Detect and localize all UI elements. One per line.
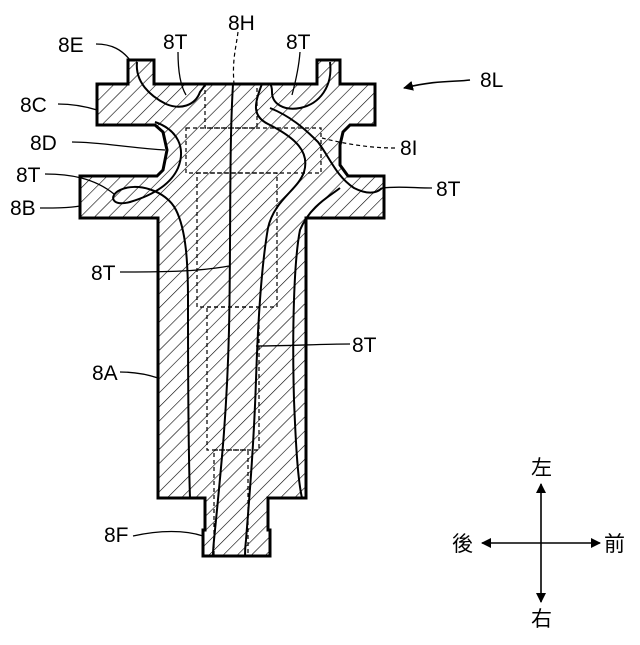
label-8T-top-left: 8T xyxy=(163,31,188,54)
leader-8C xyxy=(58,104,97,110)
leader-8T-right xyxy=(382,187,432,188)
label-8T-left: 8T xyxy=(16,164,41,187)
leader-8F xyxy=(133,532,203,537)
label-8L: 8L xyxy=(480,69,503,92)
compass-label-front: 前 xyxy=(604,533,625,556)
leader-8A xyxy=(120,372,158,378)
label-8T-top-right: 8T xyxy=(286,31,311,54)
hidden-line-8H-lead xyxy=(233,32,238,84)
label-8D: 8D xyxy=(30,132,57,155)
label-8T-lower: 8T xyxy=(352,334,377,357)
label-8I: 8I xyxy=(400,137,418,160)
leader-8B xyxy=(40,206,80,208)
label-8C: 8C xyxy=(20,94,47,117)
label-8H: 8H xyxy=(228,12,255,35)
label-8A: 8A xyxy=(92,362,118,385)
leader-8D xyxy=(72,142,165,150)
label-8B: 8B xyxy=(10,197,36,220)
leader-8E xyxy=(96,44,130,60)
compass-label-right: 右 xyxy=(531,608,552,631)
compass-label-back: 後 xyxy=(452,533,473,556)
label-8T-right: 8T xyxy=(436,178,461,201)
label-8E: 8E xyxy=(58,34,84,57)
compass-label-left: 左 xyxy=(531,457,552,480)
label-8F: 8F xyxy=(104,524,129,547)
direction-compass: 左 右 後 前 xyxy=(452,457,625,631)
label-8T-mid: 8T xyxy=(91,262,116,285)
arrow-8L xyxy=(404,80,470,88)
